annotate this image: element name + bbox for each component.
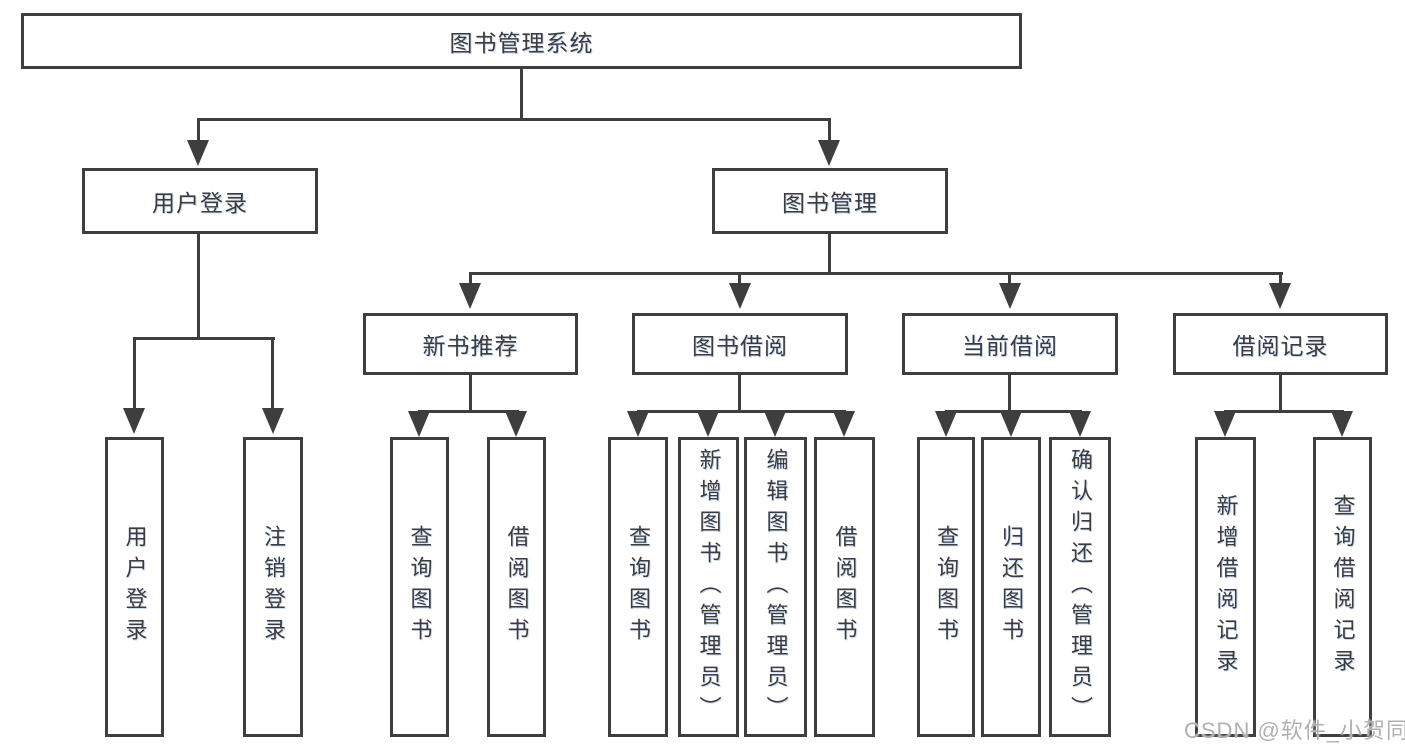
arrowhead-down-icon xyxy=(833,411,855,437)
arrowhead-down-icon xyxy=(627,411,649,437)
leaf-label: 新增图书（管理员） xyxy=(696,447,722,727)
leaf-return-book: 归还图书 xyxy=(981,437,1041,737)
node-borrowing-records: 借阅记录 xyxy=(1173,313,1388,375)
arrowhead-down-icon xyxy=(1214,411,1236,437)
connector-stem xyxy=(271,337,274,411)
node-label: 图书管理系统 xyxy=(449,30,594,56)
connector-stem xyxy=(1008,272,1011,286)
leaf-user-login: 用户登录 xyxy=(105,437,164,737)
connector-branch xyxy=(418,410,519,413)
leaf-logout: 注销登录 xyxy=(243,437,303,737)
arrowhead-down-icon xyxy=(1000,411,1022,437)
node-label: 图书管理 xyxy=(782,190,878,216)
leaf-label: 注销登录 xyxy=(261,525,286,649)
connector-stem xyxy=(469,373,472,413)
connector-bookmgmt-branch xyxy=(469,272,1283,275)
leaf-borrow-book: 借阅图书 xyxy=(814,437,875,737)
leaf-label: 借阅图书 xyxy=(504,525,530,649)
arrowhead-down-icon xyxy=(764,411,786,437)
arrowhead-down-icon xyxy=(935,411,957,437)
connector-branch xyxy=(637,410,846,413)
leaf-add-book-admin: 新增图书（管理员） xyxy=(678,437,739,737)
connector-stem xyxy=(1279,373,1282,413)
leaf-label: 查询图书 xyxy=(934,525,959,649)
connector-stem xyxy=(197,118,200,144)
leaf-label: 借阅图书 xyxy=(832,525,858,649)
connector-stem xyxy=(738,272,741,286)
leaf-label: 查询图书 xyxy=(626,525,651,649)
arrowhead-down-icon xyxy=(1331,411,1353,437)
connector-stem xyxy=(738,373,741,413)
arrowhead-down-icon xyxy=(999,283,1021,309)
leaf-label: 查询图书 xyxy=(407,525,433,649)
connector-stem xyxy=(1008,373,1011,413)
leaf-label: 用户登录 xyxy=(122,525,148,649)
node-label: 图书借阅 xyxy=(692,333,788,359)
leaf-borrow-book-recommend: 借阅图书 xyxy=(487,437,546,737)
leaf-label: 确认归还（管理员） xyxy=(1068,447,1093,727)
leaf-edit-book-admin: 编辑图书（管理员） xyxy=(744,437,807,737)
arrowhead-down-icon xyxy=(459,283,481,309)
connector-userlogin-branch xyxy=(133,337,275,340)
connector-stem xyxy=(1279,272,1282,286)
leaf-label: 归还图书 xyxy=(999,525,1024,649)
leaf-query-book-recommend: 查询图书 xyxy=(390,437,449,737)
connector-stem xyxy=(469,272,472,286)
arrowhead-down-icon xyxy=(408,411,430,437)
leaf-query-borrow-record: 查询借阅记录 xyxy=(1313,437,1372,737)
node-library-management-system: 图书管理系统 xyxy=(21,13,1022,69)
connector-stem xyxy=(133,337,136,411)
leaf-add-borrow-record: 新增借阅记录 xyxy=(1195,437,1256,737)
connector-root-branch xyxy=(197,118,831,121)
leaf-label: 新增借阅记录 xyxy=(1213,494,1239,680)
node-label: 借阅记录 xyxy=(1232,333,1329,359)
node-new-book-recommend: 新书推荐 xyxy=(363,313,578,375)
arrowhead-down-icon xyxy=(187,140,209,166)
leaf-query-book: 查询图书 xyxy=(608,437,668,737)
arrowhead-down-icon xyxy=(729,283,751,309)
connector-userlogin-stem xyxy=(197,232,200,340)
arrowhead-down-icon xyxy=(123,408,145,434)
arrowhead-down-icon xyxy=(262,408,284,434)
node-user-login: 用户登录 xyxy=(82,168,318,234)
arrowhead-down-icon xyxy=(1069,411,1091,437)
arrowhead-down-icon xyxy=(697,411,719,437)
leaf-confirm-return-admin: 确认归还（管理员） xyxy=(1049,437,1111,737)
connector-root-stem xyxy=(520,68,523,118)
connector-branch xyxy=(1224,410,1344,413)
connector-bookmgmt-stem xyxy=(828,232,831,275)
leaf-label: 编辑图书（管理员） xyxy=(763,447,789,727)
connector-stem xyxy=(828,118,831,144)
arrowhead-down-icon xyxy=(505,411,527,437)
arrowhead-down-icon xyxy=(1269,283,1291,309)
leaf-query-book-current: 查询图书 xyxy=(917,437,975,737)
node-label: 用户登录 xyxy=(152,190,248,216)
leaf-label: 查询借阅记录 xyxy=(1330,494,1356,680)
node-book-management: 图书管理 xyxy=(712,168,948,234)
node-current-borrowing: 当前借阅 xyxy=(902,313,1118,375)
node-book-borrowing: 图书借阅 xyxy=(632,313,848,375)
csdn-watermark: CSDN @软件_小贺同学 xyxy=(1184,718,1405,743)
arrowhead-down-icon xyxy=(818,140,840,166)
node-label: 当前借阅 xyxy=(962,333,1058,359)
node-label: 新书推荐 xyxy=(422,333,519,359)
